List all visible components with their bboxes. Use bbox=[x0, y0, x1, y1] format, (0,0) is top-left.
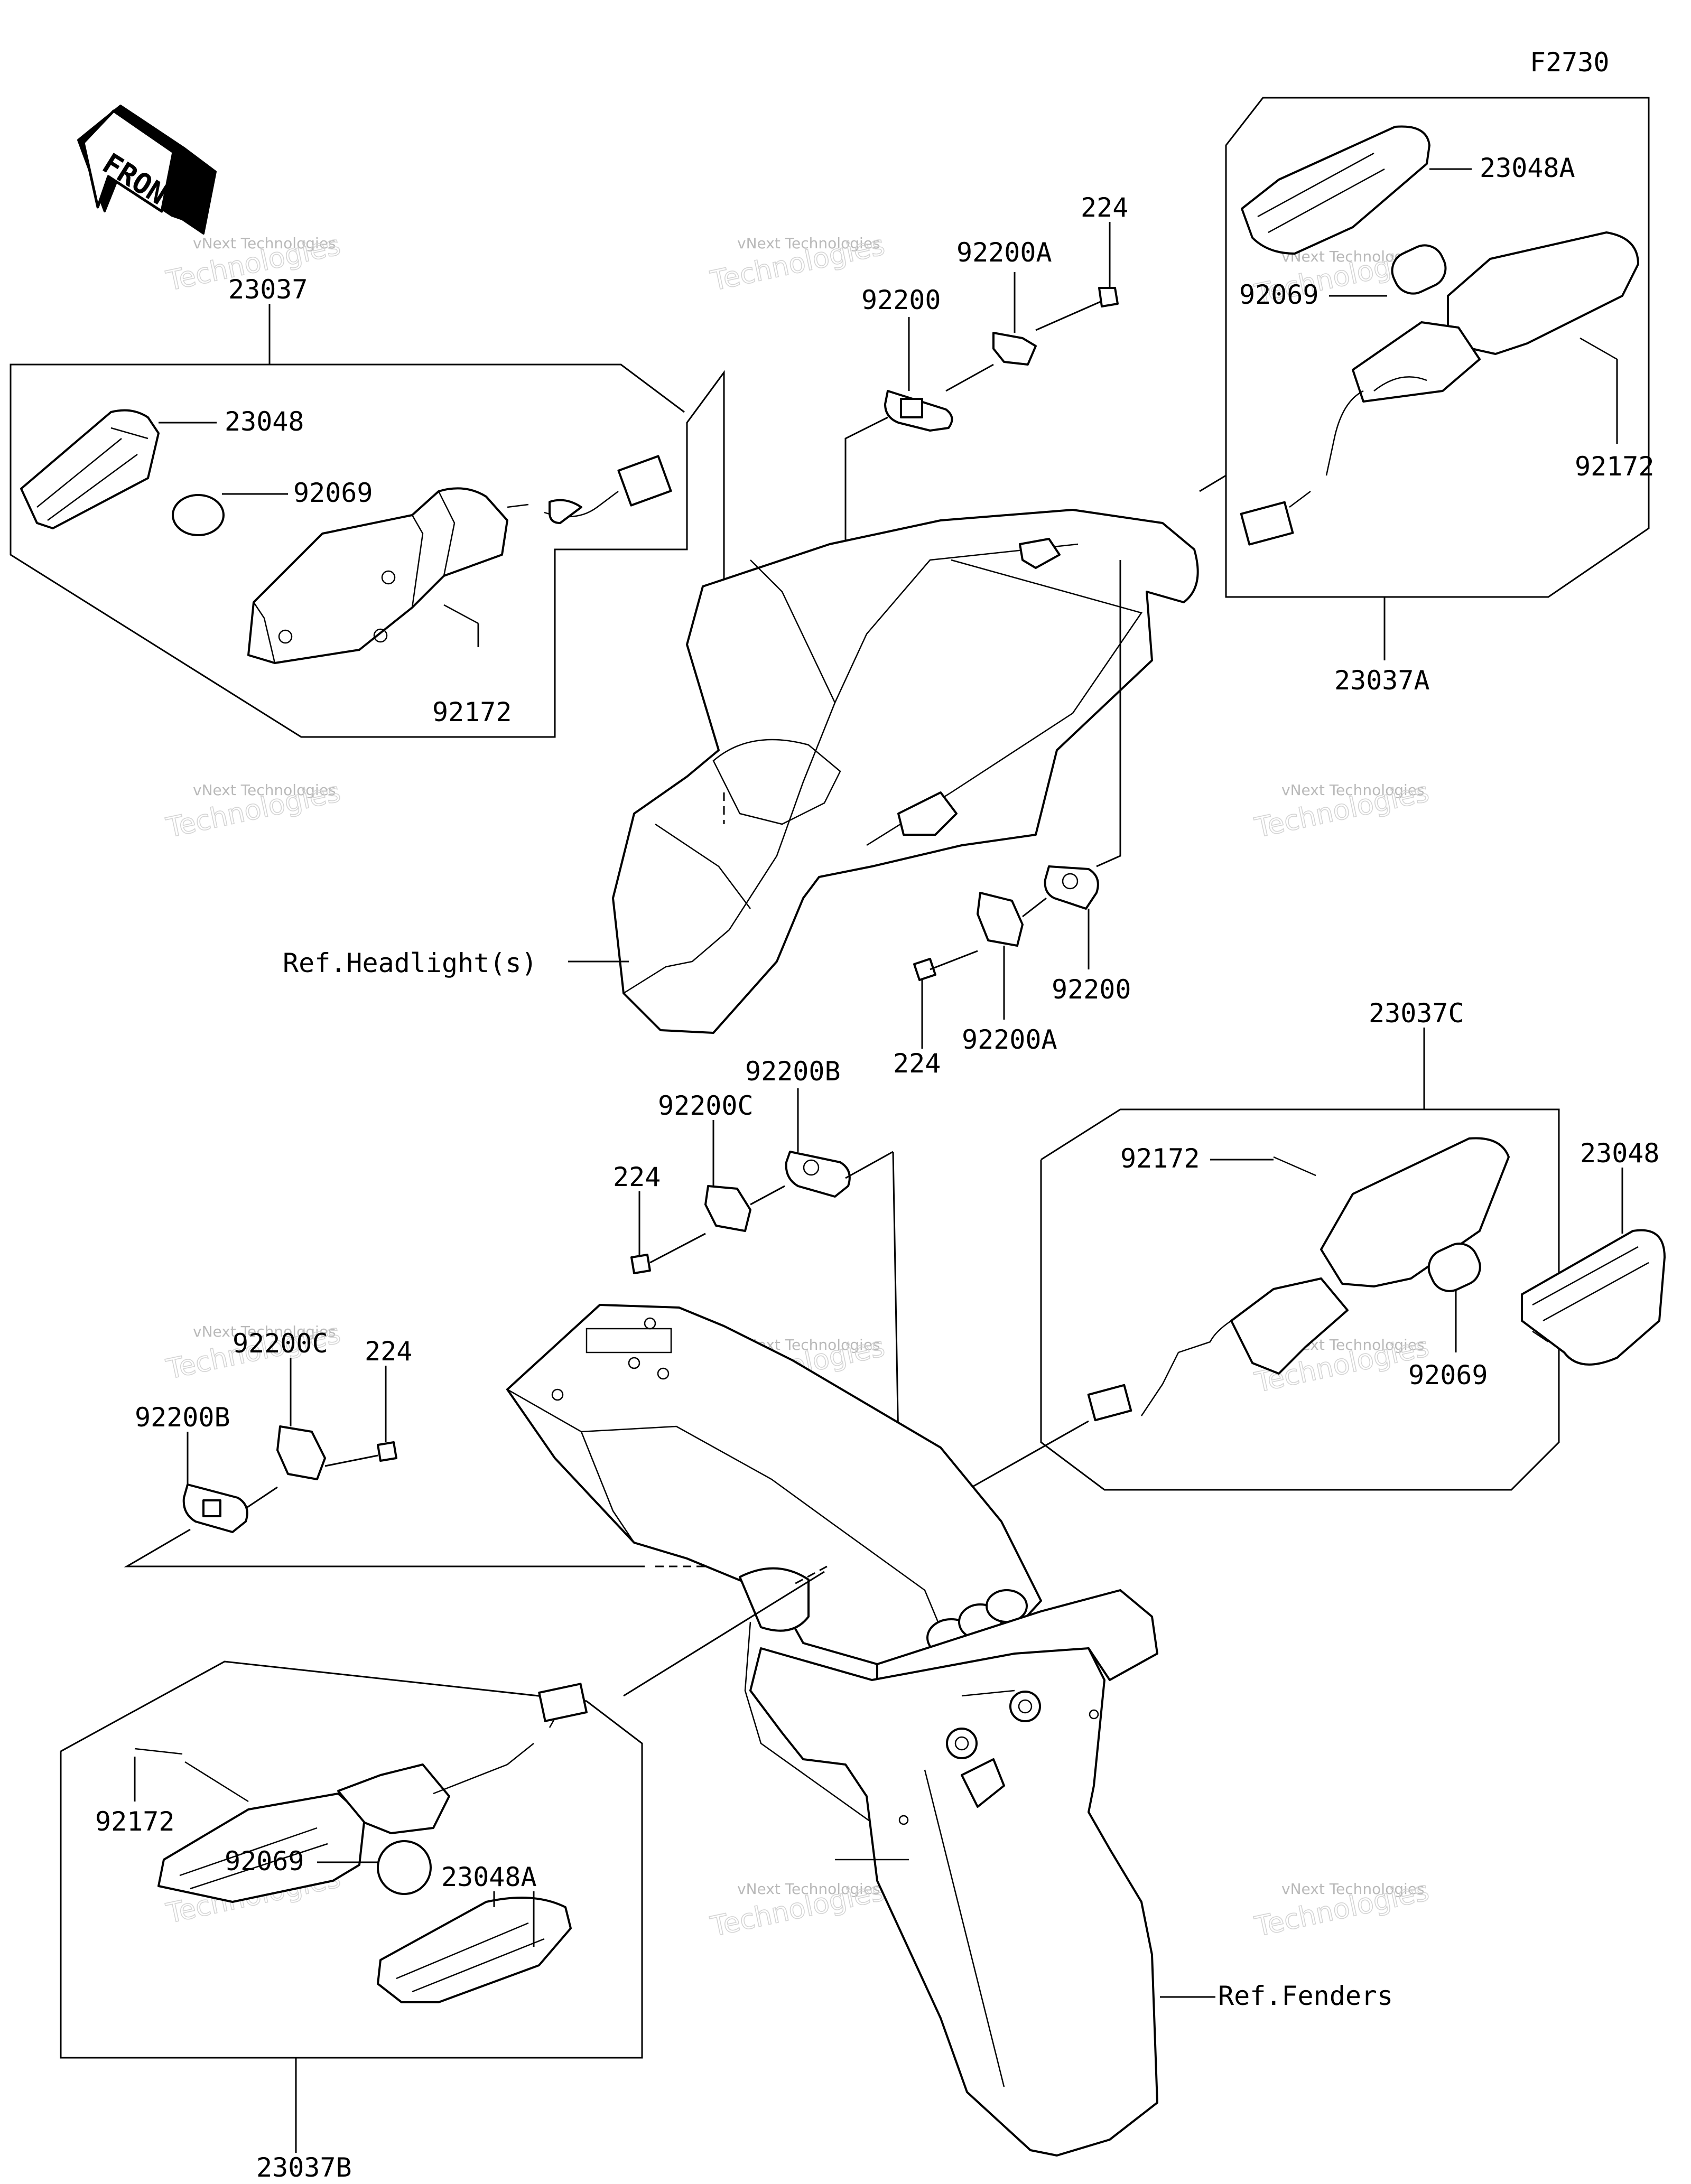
watermark-small: vNext Technologies bbox=[737, 235, 880, 252]
label-23048: 23048 bbox=[225, 406, 304, 437]
label-92200A: 92200A bbox=[956, 237, 1052, 268]
label-92200: 92200 bbox=[861, 285, 941, 315]
rear-fender: Ref.Fenders bbox=[506, 1304, 1393, 2157]
figure-code: F2730 bbox=[1530, 47, 1610, 78]
watermark: vNext Technologies Technologies bbox=[163, 776, 343, 845]
label-92172: 92172 bbox=[95, 1806, 175, 1837]
group-outline bbox=[60, 1660, 643, 2059]
label-92069: 92069 bbox=[293, 478, 373, 508]
group-outline bbox=[270, 363, 685, 413]
label-23037A: 23037A bbox=[1334, 665, 1430, 696]
connector bbox=[1087, 1384, 1132, 1422]
label-ref-headlight: Ref.Headlight(s) bbox=[283, 948, 537, 978]
label-92200B: 92200B bbox=[745, 1056, 841, 1087]
label-92069: 92069 bbox=[1239, 279, 1319, 310]
label-92200C: 92200C bbox=[233, 1328, 328, 1359]
turn-signal-assembly-23037C: 23037C 92172 23048 92069 bbox=[967, 998, 1666, 1491]
watermark: vNext Technologies Technologies bbox=[1251, 1875, 1432, 1944]
bolt-224 bbox=[913, 958, 936, 981]
plate-92200B bbox=[785, 1151, 851, 1198]
screw-92172 bbox=[1273, 1156, 1316, 1177]
label-224: 224 bbox=[613, 1162, 661, 1192]
lens-23048A bbox=[1241, 125, 1430, 255]
screw-92172 bbox=[134, 1748, 183, 1755]
label-224: 224 bbox=[1081, 192, 1128, 223]
rear-lower-mounting-hardware: 224 92200C 92200B bbox=[124, 1328, 824, 1567]
upper-mounting-hardware: 92200 92200A 224 bbox=[844, 192, 1128, 803]
lens-23048 bbox=[1521, 1229, 1666, 1366]
front-arrow-icon: FRONT bbox=[77, 105, 217, 235]
label-92069: 92069 bbox=[1408, 1360, 1488, 1390]
bolt-224 bbox=[630, 1254, 651, 1274]
label-92172: 92172 bbox=[1120, 1143, 1200, 1174]
watermark: vNext Technologies Technologies bbox=[707, 1875, 888, 1944]
label-23037B: 23037B bbox=[256, 2152, 352, 2183]
bracket-92200C bbox=[704, 1185, 751, 1232]
watermark-small: vNext Technologies bbox=[1281, 1880, 1425, 1898]
label-ref-fenders: Ref.Fenders bbox=[1218, 1981, 1393, 2011]
watermark-small: vNext Technologies bbox=[193, 1323, 336, 1340]
watermark-small: vNext Technologies bbox=[737, 1880, 880, 1898]
turn-signal-assembly-23037: 23037 23048 92069 92172 bbox=[10, 274, 735, 794]
label-92172: 92172 bbox=[432, 697, 512, 727]
screw-92172 bbox=[1579, 337, 1618, 360]
headlight-cowl: Ref.Headlight(s) bbox=[283, 509, 1199, 1034]
bulb-92069 bbox=[377, 1840, 432, 1895]
label-23037: 23037 bbox=[228, 274, 308, 305]
bracket-92200A bbox=[992, 332, 1037, 366]
label-92200B: 92200B bbox=[135, 1402, 230, 1433]
group-outline bbox=[1225, 97, 1650, 598]
turn-signal-assembly-23037A: 23048A 92069 92172 23037A bbox=[1199, 97, 1655, 696]
plate-92200 bbox=[1044, 865, 1099, 910]
label-92069: 92069 bbox=[225, 1846, 304, 1877]
lens-23048 bbox=[20, 409, 160, 529]
label-224: 224 bbox=[893, 1048, 941, 1079]
label-92200: 92200 bbox=[1052, 974, 1131, 1005]
bracket-92200A bbox=[977, 892, 1024, 947]
label-23037C: 23037C bbox=[1369, 998, 1464, 1029]
bulb-92069 bbox=[172, 494, 225, 536]
watermark-small: vNext Technologies bbox=[1281, 781, 1425, 799]
lens-23048A bbox=[377, 1897, 572, 2003]
label-92200A: 92200A bbox=[962, 1024, 1057, 1055]
label-23048A: 23048A bbox=[441, 1862, 537, 1892]
watermark-small: vNext Technologies bbox=[193, 781, 336, 799]
bulb-92069 bbox=[1391, 244, 1447, 295]
bolt-224 bbox=[377, 1441, 397, 1462]
turn-signal-body bbox=[247, 487, 508, 664]
screw-92172 bbox=[443, 604, 479, 624]
label-92200C: 92200C bbox=[658, 1090, 754, 1121]
connector bbox=[1240, 501, 1294, 546]
bracket-92200C bbox=[276, 1425, 326, 1480]
group-outline bbox=[1040, 1108, 1560, 1491]
label-23048A: 23048A bbox=[1480, 153, 1575, 183]
connector bbox=[617, 455, 672, 507]
label-92172: 92172 bbox=[1575, 451, 1655, 482]
watermark-small: vNext Technologies bbox=[193, 235, 336, 252]
connector bbox=[538, 1683, 588, 1722]
bolt-224 bbox=[1098, 287, 1119, 307]
label-23048: 23048 bbox=[1580, 1138, 1660, 1169]
mid-mounting-hardware: 224 92200A 92200 bbox=[893, 560, 1131, 1079]
label-224: 224 bbox=[365, 1336, 412, 1367]
watermark: vNext Technologies Technologies bbox=[1251, 776, 1432, 845]
watermark: vNext Technologies Technologies bbox=[707, 229, 888, 298]
turn-signal-assembly-23037B: 92172 23048A 92069 23037B bbox=[60, 1660, 643, 2183]
turn-signal-body bbox=[1447, 231, 1639, 355]
turn-signal-body bbox=[1320, 1137, 1510, 1287]
bulb-92069 bbox=[1427, 1243, 1481, 1292]
